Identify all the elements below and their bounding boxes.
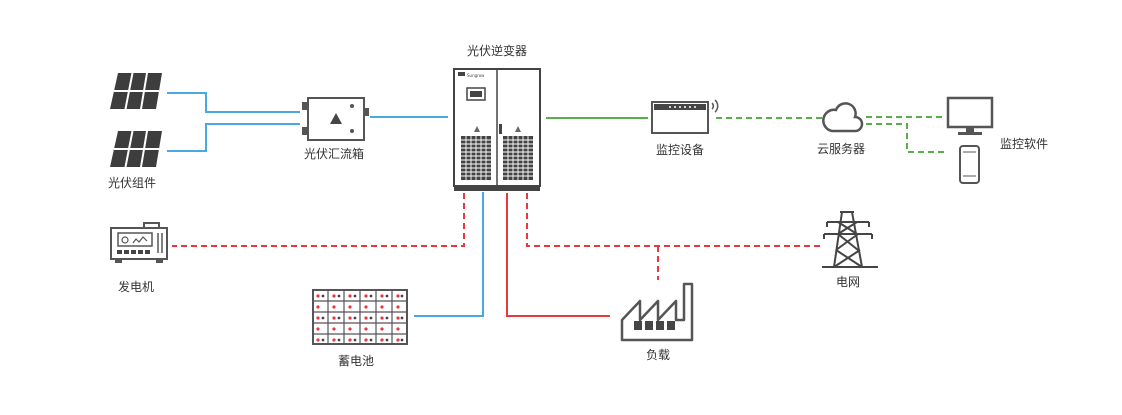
pv-modules-icon [109, 72, 163, 168]
inverter-icon: Sungrow [453, 68, 541, 191]
inverter-label: 光伏逆变器 [467, 44, 528, 58]
monitor-device-icon [651, 99, 719, 134]
battery-label: 蓄电池 [338, 354, 375, 368]
grid-label: 电网 [836, 275, 861, 289]
dc-lines [167, 92, 484, 317]
ac-line-grid [526, 193, 820, 247]
factory-load-icon [620, 282, 694, 342]
ac-lines-dashed [172, 193, 820, 280]
comm-lines-dashed [716, 116, 948, 153]
dc-line-pv-lower [167, 123, 300, 152]
combiner-box-label: 光伏汇流箱 [304, 147, 365, 161]
grid-tower-icon [822, 211, 878, 268]
battery-bank-icon [312, 289, 408, 345]
ac-line-load [506, 193, 610, 317]
ac-line-generator [172, 193, 465, 247]
svg-text:Sungrow: Sungrow [467, 73, 485, 78]
cloud-server-label: 云服务器 [817, 142, 866, 156]
monitor-software-label: 监控软件 [1000, 137, 1049, 151]
phone-icon [959, 145, 980, 184]
dc-line-battery [414, 192, 484, 317]
cloud-icon [822, 102, 864, 133]
load-label: 负载 [646, 348, 671, 362]
generator-label: 发电机 [118, 280, 155, 294]
combiner-box-icon [302, 97, 369, 141]
desktop-monitor-icon [946, 96, 994, 135]
generator-icon [110, 222, 168, 263]
comm-line-cloud-phone [866, 123, 948, 153]
dc-line-pv-upper [167, 92, 300, 113]
pv-modules-label: 光伏组件 [108, 176, 157, 190]
monitor-device-label: 监控设备 [656, 143, 705, 157]
